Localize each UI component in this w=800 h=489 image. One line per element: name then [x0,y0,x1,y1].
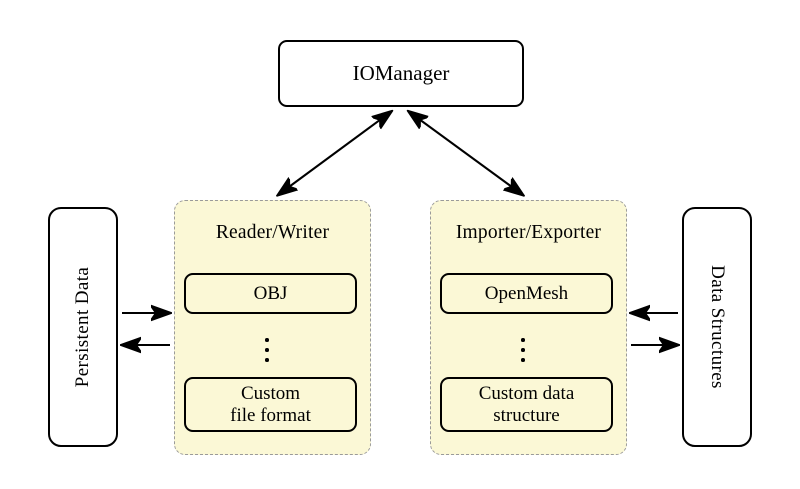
group-reader-writer-title: Reader/Writer [215,222,330,243]
node-persistent-data[interactable]: Persistent Data [48,207,118,447]
node-openmesh[interactable]: OpenMesh [440,273,613,314]
ellipsis-importer-exporter [521,338,525,362]
node-custom-file-format-label: Custom file format [230,383,311,426]
arrow-iomanager-readerwriter [278,111,392,195]
node-data-structures-label: Data Structures [707,265,728,389]
node-obj-label: OBJ [253,282,288,304]
node-obj[interactable]: OBJ [184,273,357,314]
arrow-iomanager-importerexporter [408,111,523,195]
node-custom-file-format[interactable]: Custom file format [184,377,357,432]
node-openmesh-label: OpenMesh [484,282,569,304]
node-custom-data-structure[interactable]: Custom data structure [440,377,613,432]
node-custom-data-structure-label: Custom data structure [478,383,575,426]
node-persistent-data-label: Persistent Data [72,266,93,388]
group-importer-exporter-title: Importer/Exporter [455,222,602,243]
node-iomanager[interactable]: IOManager [278,40,524,107]
node-iomanager-label: IOManager [352,60,450,85]
node-data-structures[interactable]: Data Structures [682,207,752,447]
ellipsis-reader-writer [265,338,269,362]
